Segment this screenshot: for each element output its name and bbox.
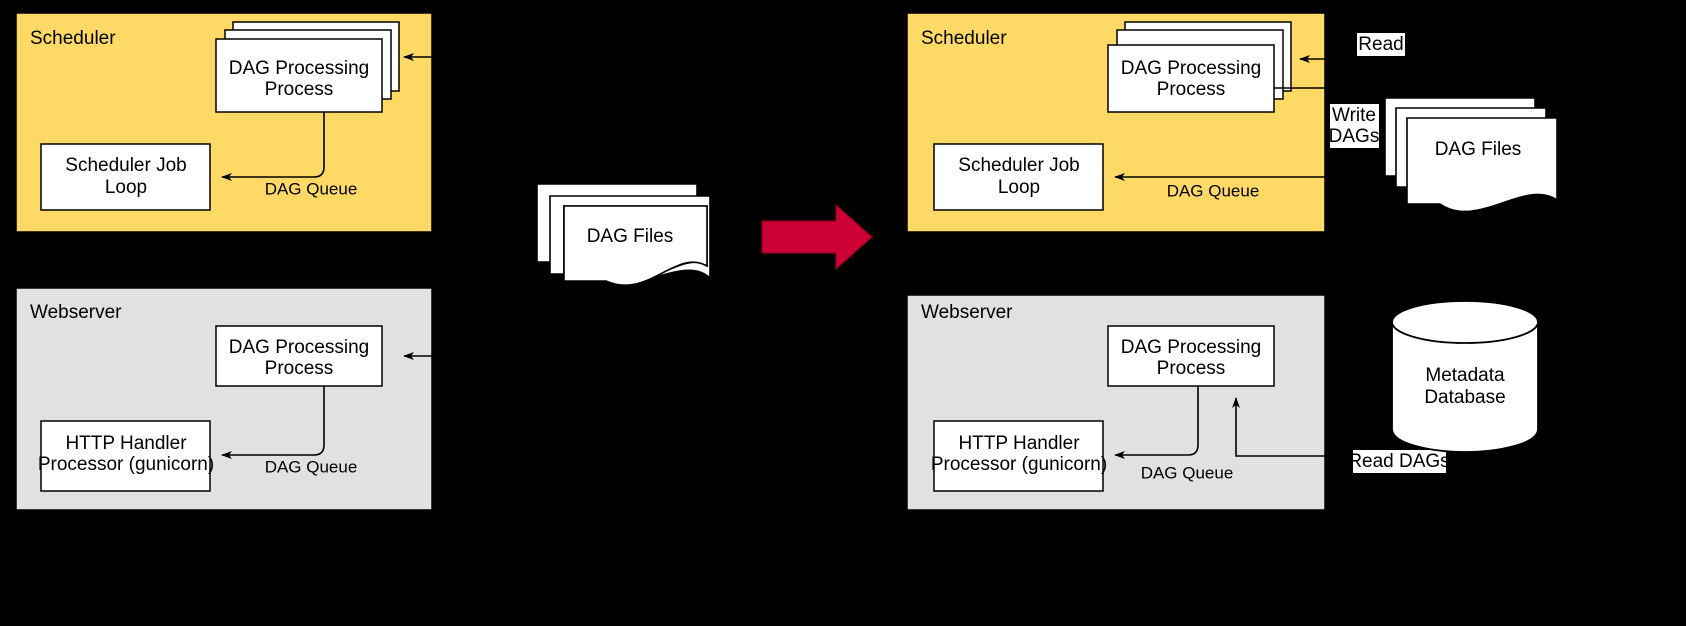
right-read-label-group: Read xyxy=(1357,33,1405,56)
left-scheduler-dag-queue-label: DAG Queue xyxy=(265,179,358,198)
left-webserver-dag-processing-box xyxy=(215,325,383,387)
right-dag-files-layer-front xyxy=(1406,117,1558,213)
left-webserver-dag-queue-edge: DAG Queue xyxy=(221,386,358,476)
right-webserver-http-handler-box xyxy=(933,420,1104,492)
left-webserver-box xyxy=(15,287,433,511)
right-dag-files-label: DAG Files xyxy=(1435,139,1522,160)
right-scheduler-title: Scheduler xyxy=(921,28,1007,49)
transition-arrow xyxy=(761,203,873,271)
left-scheduler-job-loop-box xyxy=(40,143,211,211)
right-scheduler-job-loop[interactable]: Scheduler Job Loop xyxy=(933,143,1104,211)
metadata-database-body xyxy=(1391,321,1539,453)
right-webserver-dag-processing-box xyxy=(1107,325,1275,387)
left-webserver-http-handler-label-1: HTTP Handler xyxy=(65,433,187,454)
left-webserver-http-handler[interactable]: HTTP Handler Processor (gunicorn) xyxy=(38,420,214,492)
left-scheduler-job-loop[interactable]: Scheduler Job Loop xyxy=(40,143,211,211)
left-webserver-dag-queue-arrow xyxy=(221,386,325,459)
right-write-dags-label-group: Write DAGs xyxy=(1329,104,1380,148)
right-scheduler-job-loop-label-1: Scheduler Job xyxy=(958,155,1079,176)
left-webserver-http-handler-label-2: Processor (gunicorn) xyxy=(38,454,214,475)
left-scheduler-job-loop-label-2: Loop xyxy=(105,177,147,198)
metadata-database[interactable]: Metadata Database xyxy=(1391,300,1539,453)
right-read-dags-label-group: Read DAGs xyxy=(1348,450,1450,473)
right-scheduler-job-loop-label-2: Loop xyxy=(998,177,1040,198)
transition-arrow-shape xyxy=(761,203,873,271)
right-webserver-dag-processing-label-1: DAG Processing xyxy=(1121,337,1261,358)
right-scheduler-dag-processing-label-2: Process xyxy=(1157,79,1226,100)
left-webserver-dag-processing-label-2: Process xyxy=(265,358,334,379)
right-webserver-dag-queue-edge: DAG Queue xyxy=(1114,386,1234,482)
right-write-dags-label-1: Write xyxy=(1332,105,1376,126)
right-write-dags-label-2: DAGs xyxy=(1329,126,1380,147)
left-scheduler-dag-processing-label-2: Process xyxy=(265,79,334,100)
right-webserver-dag-processing-label-2: Process xyxy=(1157,358,1226,379)
center-dag-files-label: DAG Files xyxy=(587,226,674,247)
right-dag-files[interactable]: DAG Files xyxy=(1384,97,1558,213)
right-webserver-dag-processing[interactable]: DAG Processing Process xyxy=(1107,325,1275,387)
right-webserver-http-handler[interactable]: HTTP Handler Processor (gunicorn) xyxy=(931,420,1107,492)
left-scheduler-dag-processing-label-1: DAG Processing xyxy=(229,58,369,79)
left-scheduler-title: Scheduler xyxy=(30,28,116,49)
right-scheduler-dag-queue-edge: DAG Queue xyxy=(1114,173,1386,200)
metadata-database-label-2: Database xyxy=(1424,387,1505,408)
metadata-database-top xyxy=(1391,300,1539,344)
right-write-dags-label-bg xyxy=(1330,104,1379,148)
right-read-dags-arrow xyxy=(1232,397,1325,457)
right-scheduler-dag-processing-label-1: DAG Processing xyxy=(1121,58,1261,79)
right-read-label: Read xyxy=(1358,34,1403,55)
right-webserver-dag-queue-label: DAG Queue xyxy=(1141,463,1234,482)
right-webserver-title: Webserver xyxy=(921,302,1013,323)
right-webserver-http-handler-label-2: Processor (gunicorn) xyxy=(931,454,1107,475)
right-read-dags-edge: Read DAGs xyxy=(1232,397,1450,473)
center-dag-files-layer-front xyxy=(563,205,708,287)
left-webserver-dag-processing-label-1: DAG Processing xyxy=(229,337,369,358)
left-webserver-container: Webserver xyxy=(15,287,433,511)
left-webserver-title: Webserver xyxy=(30,302,122,323)
left-scheduler-dag-queue-edge: DAG Queue xyxy=(221,112,358,198)
stack-layer-front xyxy=(215,38,383,113)
right-webserver-dag-queue-arrow xyxy=(1114,386,1199,459)
left-webserver-dag-processing[interactable]: DAG Processing Process xyxy=(215,325,383,387)
stack-layer-front xyxy=(1107,44,1275,113)
left-webserver-dag-queue-label: DAG Queue xyxy=(265,457,358,476)
right-scheduler-dag-queue-label: DAG Queue xyxy=(1167,181,1260,200)
right-scheduler-dag-processing-stack[interactable]: DAG Processing Process xyxy=(1107,21,1292,113)
metadata-database-label-1: Metadata xyxy=(1425,365,1505,386)
right-write-dags-edge: Write DAGs xyxy=(1274,87,1386,148)
left-scheduler-dag-processing-stack[interactable]: DAG Processing Process xyxy=(215,21,400,113)
right-scheduler-job-loop-box xyxy=(933,143,1104,211)
left-webserver-http-handler-box xyxy=(40,420,211,492)
left-scheduler-job-loop-label-1: Scheduler Job xyxy=(65,155,186,176)
center-dag-files[interactable]: DAG Files xyxy=(536,183,711,287)
right-webserver-http-handler-label-1: HTTP Handler xyxy=(958,433,1080,454)
right-read-dags-label-bg xyxy=(1353,450,1446,473)
left-scheduler-dag-queue-arrow xyxy=(221,112,325,181)
right-read-label-bg xyxy=(1357,33,1405,56)
right-read-dags-label: Read DAGs xyxy=(1348,451,1449,472)
